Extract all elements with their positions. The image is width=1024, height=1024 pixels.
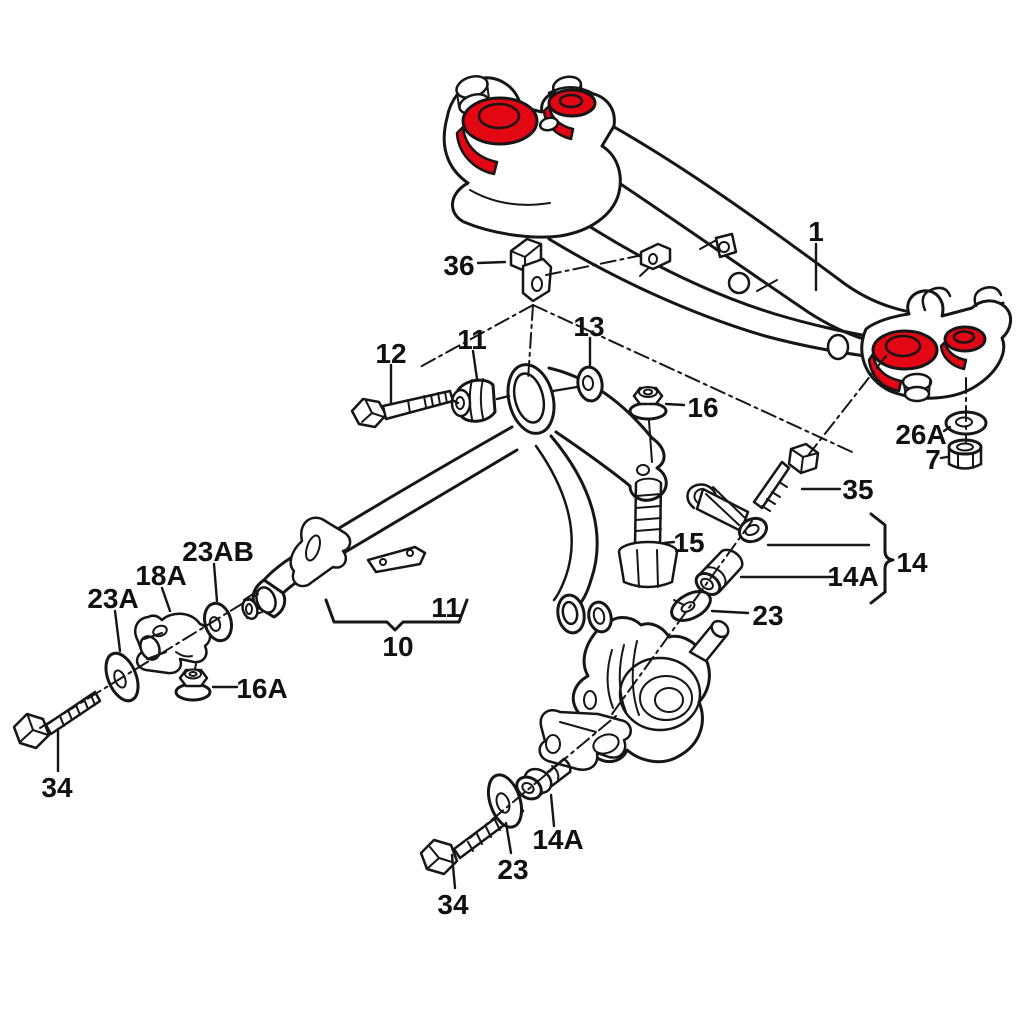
link-14	[686, 483, 769, 544]
nut-7	[947, 438, 983, 470]
callout-11-arm[interactable]: 11	[431, 592, 461, 623]
leader-lines	[56, 242, 952, 890]
red-bushing-rear-small-side	[939, 340, 968, 371]
bolt-34-left	[12, 690, 102, 750]
callout-16[interactable]: 16	[687, 392, 718, 423]
subframe-left-mount	[442, 75, 622, 239]
bushing-11	[450, 378, 497, 423]
callout-11-top[interactable]: 11	[457, 324, 487, 355]
nut-16a	[174, 668, 212, 702]
callout-1[interactable]: 1	[808, 216, 824, 247]
callout-36[interactable]: 36	[443, 250, 474, 281]
callout-34-bottom[interactable]: 34	[437, 889, 469, 920]
bracket-36	[509, 237, 553, 303]
washer-23ab	[203, 601, 233, 643]
washer-13	[576, 365, 604, 403]
callout-14a-right[interactable]: 14A	[827, 561, 878, 592]
red-bushing-rear-small-inner	[952, 330, 976, 344]
callout-18a[interactable]: 18A	[135, 560, 186, 591]
bolt-12	[350, 389, 455, 429]
size-brace-10	[324, 598, 469, 632]
callout-35[interactable]: 35	[842, 474, 873, 505]
hub-carrier	[538, 600, 730, 771]
red-bushing-front-large-side	[455, 125, 499, 176]
callout-7[interactable]: 7	[925, 444, 941, 475]
callout-23ab[interactable]: 23AB	[182, 536, 254, 567]
callout-16a[interactable]: 16A	[236, 673, 287, 704]
callout-14a-bottom[interactable]: 14A	[532, 824, 583, 855]
nut-16	[628, 386, 668, 463]
group-brace-14	[869, 512, 895, 605]
callout-13[interactable]: 13	[573, 311, 604, 342]
callout-23a[interactable]: 23A	[87, 583, 138, 614]
red-bushing-rear-large-inner	[884, 334, 922, 358]
construction-lines	[39, 255, 967, 839]
bolt-15	[617, 477, 679, 589]
trailing-arm	[241, 363, 668, 635]
callout-23-bottom[interactable]: 23	[497, 854, 528, 885]
callout-10[interactable]: 10	[382, 631, 413, 662]
callout-12[interactable]: 12	[375, 338, 406, 369]
red-bushing-front-large-inner	[477, 102, 521, 130]
callout-26a[interactable]: 26A	[895, 419, 946, 450]
callout-15[interactable]: 15	[673, 527, 704, 558]
red-bushing-front-small-inner	[558, 93, 584, 109]
subframe-right-mount	[860, 286, 1012, 403]
bushing-bracket-18a	[134, 612, 212, 675]
washer-23a	[104, 651, 140, 703]
bolt-35	[752, 442, 820, 512]
callout-23-right[interactable]: 23	[752, 600, 783, 631]
callout-14[interactable]: 14	[896, 547, 928, 578]
callout-labels: 1 36 12 11 13 16 26A 7 35 15 14A 14 23 2…	[41, 216, 946, 920]
callout-34-left[interactable]: 34	[41, 772, 73, 803]
